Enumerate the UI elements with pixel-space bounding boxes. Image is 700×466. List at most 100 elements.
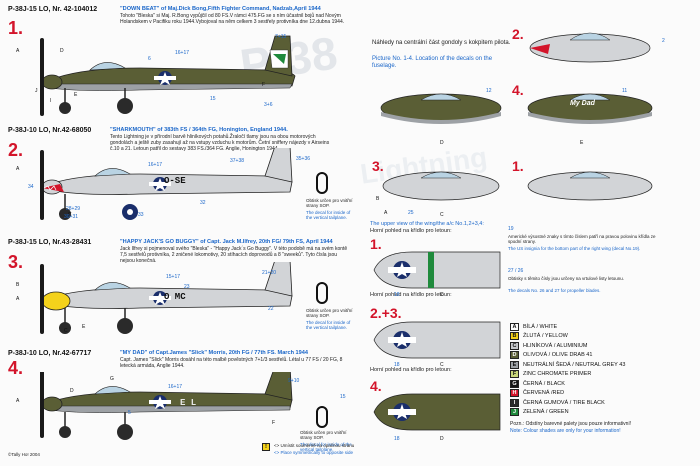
p3-label-e: E bbox=[82, 324, 86, 330]
p2-label-34: 34 bbox=[28, 184, 34, 190]
p1-label-16-17: 16+17 bbox=[175, 50, 190, 56]
p1-label-15: 15 bbox=[210, 96, 216, 102]
p2-zero-decal bbox=[316, 172, 328, 194]
p2-label-c: C bbox=[68, 212, 72, 218]
plane-4-number: 4. bbox=[8, 358, 24, 378]
p1-label-i: I bbox=[50, 98, 52, 104]
plane-1-profile bbox=[40, 35, 296, 116]
p2-label-33: 33 bbox=[138, 212, 144, 218]
legend-swatch-g: G bbox=[510, 379, 519, 388]
p2-label-16-17: 16+17 bbox=[148, 162, 163, 168]
upper-view-cz-2: Horní pohled na křídlo pro letoun: bbox=[370, 292, 452, 298]
wing-view-4-number: 4. bbox=[370, 378, 382, 394]
wing-note-cz: Americké výsostné znaky s tímto číslem p… bbox=[508, 234, 656, 245]
p4-label-a: A bbox=[16, 398, 20, 404]
p4-label-d: D bbox=[70, 388, 74, 394]
plane-3-profile bbox=[40, 262, 293, 334]
p2-label-32: 32 bbox=[200, 200, 206, 206]
p2-label-37-38: 37+38 bbox=[230, 158, 245, 164]
p4-zero-decal bbox=[316, 406, 328, 428]
wing-view-2 bbox=[373, 321, 501, 359]
w-label-18a: 18 bbox=[394, 292, 400, 298]
prop-note-cz: Obtisky s těmito čísly jsou určeny na vr… bbox=[508, 276, 625, 281]
w-label-c1: C bbox=[440, 292, 444, 298]
w-label-d1: D bbox=[440, 436, 444, 442]
plane-3-description: Jack Ilfrey si pojmenoval svého "Bleska"… bbox=[120, 246, 348, 264]
g-label-n2: 2 bbox=[662, 38, 665, 44]
upper-view-cz: Horní pohled na křídlo pro letoun: bbox=[370, 228, 452, 234]
plane-1-description: Tohoto "Bleska" si Maj. R.Bong vypůjčil … bbox=[120, 13, 345, 25]
p1-label-f: F bbox=[262, 82, 266, 88]
legend-swatch-h: H bbox=[510, 389, 519, 398]
legend-row-c: C HLINÍKOVÁ / ALUMINIUM bbox=[510, 341, 690, 351]
gondola-view-2 bbox=[529, 32, 651, 63]
p4-label-9-10: 9+10 bbox=[288, 378, 300, 384]
p4-label-g: G bbox=[110, 376, 114, 382]
wing-note-en: The US insignia for the bottom part of t… bbox=[508, 246, 641, 251]
legend-label-b: ŽLUTÁ / YELLOW bbox=[523, 333, 568, 340]
plane-4-description: Capt. James "Slick" Morris dosáhl na tét… bbox=[120, 357, 343, 369]
colour-note-en: Note: Colour shades are only for your in… bbox=[510, 428, 621, 434]
p1-label-7-15: 7+15 bbox=[275, 34, 287, 40]
gondola-caption-en: Picture No. 1-4. Location of the decals … bbox=[372, 56, 493, 69]
gondola-view-4 bbox=[527, 93, 653, 124]
p3-label-c: C bbox=[64, 328, 68, 334]
p3-zero-decal bbox=[316, 282, 328, 304]
p3-sop-en: The decal for inside of the vertical tai… bbox=[306, 320, 351, 331]
view-1-number: 1. bbox=[512, 158, 524, 174]
plane-2-code: O-SE bbox=[164, 176, 186, 186]
g-label-n12: 12 bbox=[486, 88, 492, 94]
p2-sop-cz: Obtisk určen pro vnitřní strany SOP. bbox=[306, 198, 353, 209]
wing-view-2-number: 2.+3. bbox=[370, 305, 402, 321]
plane-1-number: 1. bbox=[8, 18, 24, 38]
legend-swatch-j: J bbox=[510, 408, 519, 417]
wing-note-number: 19 bbox=[508, 226, 514, 232]
wing-view-1 bbox=[373, 251, 501, 289]
p3-label-21-20: 21+20 bbox=[262, 270, 277, 276]
gondola-caption-cz: Náhledy na centrální část gondoly s kokp… bbox=[372, 40, 511, 46]
plane-2-model: P-38J-10 LO, Nr.42-68050 bbox=[8, 127, 92, 134]
plane-2-header: "SHARKMOUTH" of 383th FS / 364th FG, Hon… bbox=[110, 127, 288, 133]
plane-1-header: "DOWN BEAT" of Maj.Dick Bong,Fifth Fight… bbox=[120, 6, 321, 12]
plane-4-header: "MY DAD" of Capt.James "Slick" Morris, 2… bbox=[120, 350, 309, 356]
p2-label-a: A bbox=[16, 166, 20, 172]
g-label-n25: 25 bbox=[408, 210, 414, 216]
plane-4-model: P-38J-10 LO, Nr.42-67717 bbox=[8, 350, 92, 357]
wing-view-1-number: 1. bbox=[370, 236, 382, 252]
legend-label-a: BÍLÁ / WHITE bbox=[523, 323, 558, 330]
p4-sop-en: The decal for inside of the vertical tai… bbox=[300, 442, 352, 453]
legend-label-e: NEUTRÁLNÍ ŠEDÁ / NEUTRAL GREY 43 bbox=[523, 361, 626, 368]
g-label-c: C bbox=[440, 212, 444, 218]
symmetry-note-cz: <> Umístit souměrně na opačnou stranu bbox=[274, 443, 355, 448]
legend-swatch-d: D bbox=[510, 351, 519, 360]
p2-sop-en: The decal for inside of the vertical tai… bbox=[306, 210, 351, 221]
plane-4-profile bbox=[40, 372, 293, 440]
upper-view-cz-3: Horní pohled na křídlo pro letoun: bbox=[370, 367, 452, 373]
view-3-number: 3. bbox=[372, 158, 384, 174]
legend-swatch-i: I bbox=[510, 398, 519, 407]
symmetry-note-en: <> Place symmetrically to opposite side bbox=[274, 450, 354, 455]
w-label-18c: 18 bbox=[394, 436, 400, 442]
w-label-18b: 18 bbox=[394, 362, 400, 368]
legend-label-c: HLINÍKOVÁ / ALUMINIUM bbox=[523, 342, 588, 349]
p1-label-6: 6 bbox=[148, 56, 151, 62]
gondola-view-1 bbox=[527, 171, 653, 201]
legend-row-j: J ZELENÁ / GREEN bbox=[510, 408, 690, 418]
plane-2-profile bbox=[40, 148, 293, 220]
legend-label-j: ZELENÁ / GREEN bbox=[523, 409, 569, 416]
p4-label-15: 15 bbox=[340, 394, 346, 400]
g-label-e: E bbox=[580, 140, 584, 146]
plane-1-model: P-38J-15 LO, Nr. 42-104012 bbox=[8, 6, 98, 13]
p4-label-16-17: 16+17 bbox=[168, 384, 183, 390]
p1-label-j: J bbox=[35, 88, 38, 94]
legend-swatch-c: C bbox=[510, 341, 519, 350]
g-label-b: B bbox=[376, 196, 380, 202]
prop-note-en: The decals No. 26 and 27 for propeller b… bbox=[508, 288, 601, 293]
